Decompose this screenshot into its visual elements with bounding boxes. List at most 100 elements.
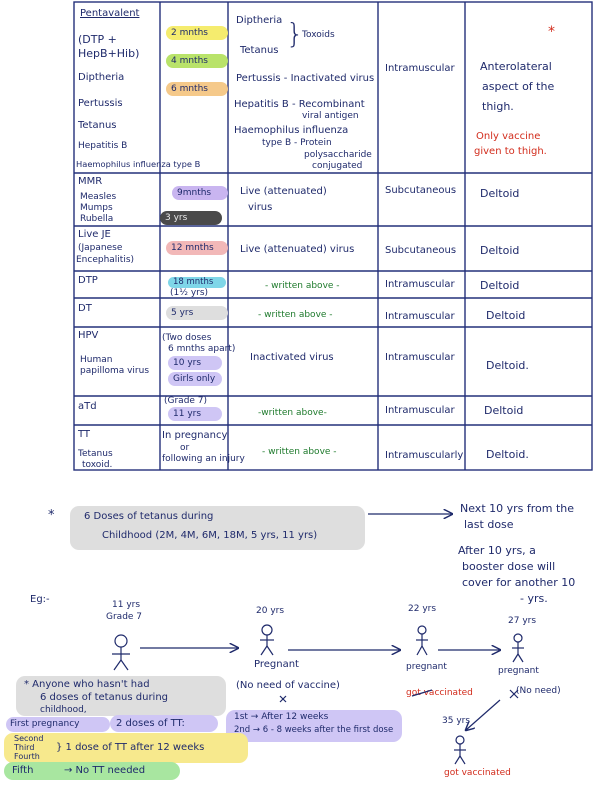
type-text: Diptheria <box>236 15 283 26</box>
booster-note: cover for another 10 <box>462 576 576 589</box>
tetanus-note: Childhood (2M, 4M, 6M, 18M, 5 yrs, 11 yr… <box>102 530 318 541</box>
timing-text: or <box>180 443 190 453</box>
highlight <box>110 715 218 732</box>
booster-note: - yrs. <box>520 592 548 605</box>
type-text: - written above - <box>262 447 337 457</box>
site-text: Deltoid <box>480 244 520 257</box>
type-text: Inactivated virus <box>250 352 334 363</box>
pregnant-label: Pregnant <box>254 659 299 670</box>
two-doses-label: 2 doses of TT: <box>116 718 185 729</box>
timing-text: (1½ yrs) <box>170 288 209 298</box>
age-label: 27 yrs <box>508 616 537 626</box>
type-text: - written above - <box>265 281 340 291</box>
asterisk-icon: * <box>548 24 555 40</box>
pregnant-label: pregnant <box>498 666 539 676</box>
vaccinated-label: got vaccinated <box>444 768 511 778</box>
site-text: aspect of the <box>482 80 555 93</box>
vaccine-disease: Mumps <box>80 203 113 213</box>
vaccine-name-tt: TT <box>78 429 91 440</box>
age-label: 22 yrs <box>408 604 437 614</box>
highlight <box>16 676 226 716</box>
brace-icon: } <box>286 17 304 50</box>
first-pregnancy-label: First pregnancy <box>10 719 80 729</box>
site-text: Deltoid <box>484 404 524 417</box>
site-text: Deltoid. <box>486 448 529 461</box>
timing-badge: 6 mnths <box>166 82 228 96</box>
next-dose-note: last dose <box>464 518 514 531</box>
highlight <box>226 710 402 742</box>
vaccine-disease: Diptheria <box>78 72 125 83</box>
type-text: virus <box>248 202 273 213</box>
vaccine-disease: Human <box>80 355 113 365</box>
type-text: polysaccharide <box>304 150 372 160</box>
timing-badge: 18 mnths <box>168 277 226 288</box>
anyone-note: 6 doses of tetanus during <box>40 692 169 703</box>
vaccine-disease: Rubella <box>80 214 114 224</box>
vaccine-name-atd: aTd <box>78 401 97 412</box>
type-text: viral antigen <box>302 111 359 121</box>
vaccine-name-dt: DT <box>78 303 92 314</box>
vaccine-components: (DTP + <box>78 33 117 46</box>
timing-badge: 3 yrs <box>160 211 222 225</box>
pregnancy-label: Third <box>14 743 35 752</box>
vaccine-name-hpv: HPV <box>78 330 99 341</box>
no-tt-note: → No TT needed <box>64 765 146 776</box>
timing-text: In pregnancy <box>162 430 228 441</box>
route-text: Intramuscular <box>385 405 455 416</box>
timing-text: (Two doses <box>162 333 212 343</box>
timing-badge: Girls only <box>168 372 222 386</box>
cross-icon <box>279 695 287 703</box>
timing-text: (Grade 7) <box>164 396 208 406</box>
next-dose-note: Next 10 yrs from the <box>460 502 575 515</box>
arrow-icon <box>411 689 433 697</box>
type-text: Live (attenuated) <box>240 186 327 197</box>
vaccine-name-pentavalent: Pentavalent <box>80 8 140 19</box>
age-label: 11 yrs <box>112 600 141 610</box>
vaccine-disease: papilloma virus <box>80 366 150 376</box>
type-text: Haemophilus influenza <box>234 125 349 136</box>
vaccine-name-dtp: DTP <box>78 275 98 286</box>
arrow-icon <box>466 699 501 730</box>
highlight <box>6 717 110 732</box>
vaccine-disease: toxoid. <box>82 460 113 470</box>
site-note: given to thigh. <box>474 146 547 157</box>
vaccine-disease: Haemophilus influenza type B <box>76 159 201 169</box>
vaccinated-label: got vaccinated <box>406 688 473 698</box>
vaccine-disease: (Japanese <box>78 243 123 253</box>
timing-badge: 11 yrs <box>168 407 222 421</box>
booster-note: After 10 yrs, a <box>458 544 536 557</box>
person-icon <box>454 735 466 765</box>
age-label: Grade 7 <box>106 612 143 622</box>
type-text: -written above- <box>258 408 327 418</box>
type-text: type B - Protein <box>262 138 332 148</box>
age-label: 35 yrs <box>442 716 471 726</box>
type-text: - written above - <box>258 310 333 320</box>
no-need-label: (No need) <box>516 686 561 696</box>
site-text: Deltoid. <box>486 359 529 372</box>
highlight <box>4 733 248 763</box>
site-text: Deltoid <box>486 309 526 322</box>
vaccine-disease: Pertussis <box>78 98 123 109</box>
route-text: Intramuscular <box>385 279 455 290</box>
route-text: Intramuscularly <box>385 450 464 461</box>
tetanus-note: 6 Doses of tetanus during <box>84 511 214 522</box>
vaccine-disease: Tetanus <box>78 120 117 131</box>
route-text: Intramuscular <box>385 311 455 322</box>
person-icon <box>112 634 130 671</box>
type-text: Toxoids <box>302 30 335 40</box>
highlight <box>70 506 365 550</box>
site-text: Deltoid <box>480 187 520 200</box>
age-label: 20 yrs <box>256 606 285 616</box>
timing-badge: 2 mnths <box>166 26 228 40</box>
asterisk-icon: * <box>48 508 55 523</box>
timing-badge: 10 yrs <box>168 356 222 370</box>
dose-schedule: 1st → After 12 weeks <box>234 712 329 722</box>
no-need-label: (No need of vaccine) <box>236 680 340 691</box>
anyone-note: * Anyone who hasn't had <box>24 679 150 690</box>
person-icon <box>512 633 524 663</box>
vaccine-disease: Tetanus <box>78 449 113 459</box>
pregnant-label: pregnant <box>406 662 447 672</box>
anyone-note: childhood, <box>40 705 87 715</box>
